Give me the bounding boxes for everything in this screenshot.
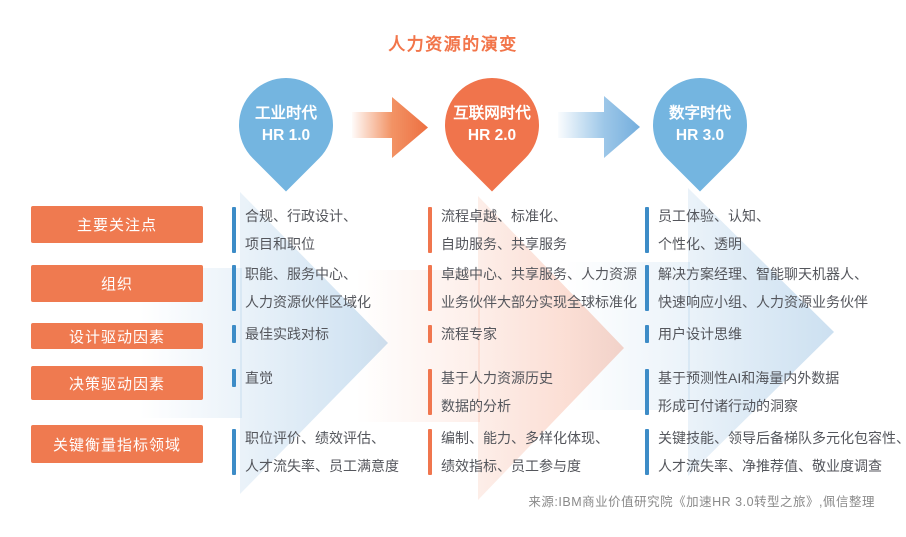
- cell-line: 编制、能力、多样化体现、: [441, 430, 609, 446]
- accent-bar: [645, 369, 649, 415]
- flow-arrow-1-2-tail: [352, 112, 392, 138]
- accent-bar: [232, 325, 236, 343]
- cell-line: 形成可付诸行动的洞察: [658, 398, 798, 414]
- accent-bar: [428, 429, 432, 475]
- era-bubble-hr1-text: 工业时代 HR 1.0: [239, 78, 333, 172]
- cell-focus-hr3: 员工体验、认知、 个性化、透明: [645, 202, 770, 258]
- cell-decision-hr2: 基于人力资源历史 数据的分析: [428, 364, 553, 420]
- cell-line: 绩效指标、员工参与度: [441, 458, 581, 474]
- cell-metrics-hr1: 职位评价、绩效评估、 人才流失率、员工满意度: [232, 424, 399, 480]
- cell-line: 直觉: [245, 370, 273, 386]
- cell-design-hr2: 流程专家: [428, 320, 497, 348]
- accent-bar: [428, 207, 432, 253]
- accent-bar: [645, 207, 649, 253]
- era-version: HR 1.0: [261, 127, 311, 144]
- row-label-key-metrics: 关键衡量指标领域: [31, 425, 203, 463]
- flow-arrow-1-2-head: [392, 97, 428, 158]
- cell-line: 项目和职位: [245, 236, 315, 252]
- cell-line: 用户设计思维: [658, 326, 742, 342]
- cell-metrics-hr3: 关键技能、领导后备梯队多元化包容性、 人才流失率、净推荐值、敬业度调查: [645, 424, 906, 480]
- source-credit: 来源:IBM商业价值研究院《加速HR 3.0转型之旅》,佩信整理: [528, 495, 875, 509]
- page-title: 人力资源的演变: [388, 35, 518, 54]
- cell-line: 快速响应小组、人力资源业务伙伴: [658, 294, 868, 310]
- accent-bar: [428, 369, 432, 415]
- cell-design-hr3: 用户设计思维: [645, 320, 742, 348]
- accent-bar: [232, 207, 236, 253]
- cell-line: 个性化、透明: [658, 236, 742, 252]
- cell-line: 流程专家: [441, 326, 497, 342]
- era-bubble-hr3-text: 数字时代 HR 3.0: [653, 78, 747, 172]
- cell-line: 卓越中心、共享服务、人力资源: [441, 266, 637, 282]
- cell-line: 解决方案经理、智能聊天机器人、: [658, 266, 868, 282]
- accent-bar: [428, 265, 432, 311]
- row-label-design-drivers: 设计驱动因素: [31, 323, 203, 349]
- accent-bar: [645, 325, 649, 343]
- flow-arrow-2-3-head: [604, 96, 640, 158]
- era-bubble-hr3: 数字时代 HR 3.0: [633, 58, 767, 192]
- cell-line: 最佳实践对标: [245, 326, 329, 342]
- era-name: 数字时代: [668, 104, 731, 122]
- cell-line: 人力资源伙伴区域化: [245, 294, 371, 310]
- cell-line: 业务伙伴大部分实现全球标准化: [441, 294, 637, 310]
- row-label-decision-drivers: 决策驱动因素: [31, 366, 203, 400]
- era-version: HR 3.0: [675, 127, 725, 144]
- cell-line: 员工体验、认知、: [658, 208, 770, 224]
- accent-bar: [428, 325, 432, 343]
- cell-metrics-hr2: 编制、能力、多样化体现、 绩效指标、员工参与度: [428, 424, 609, 480]
- cell-line: 职位评价、绩效评估、: [245, 430, 385, 446]
- cell-line: 自助服务、共享服务: [441, 236, 567, 252]
- cell-org-hr2: 卓越中心、共享服务、人力资源 业务伙伴大部分实现全球标准化: [428, 260, 637, 316]
- cell-line: 数据的分析: [441, 398, 511, 414]
- accent-bar: [645, 429, 649, 475]
- cell-line: 流程卓越、标准化、: [441, 208, 567, 224]
- accent-bar: [645, 265, 649, 311]
- cell-line: 基于人力资源历史: [441, 370, 553, 386]
- era-bubble-hr1: 工业时代 HR 1.0: [219, 58, 353, 192]
- cell-line: 职能、服务中心、: [245, 266, 357, 282]
- cell-line: 基于预测性AI和海量内外数据: [658, 370, 840, 386]
- accent-bar: [232, 429, 236, 475]
- cell-decision-hr1: 直觉: [232, 364, 273, 392]
- cell-focus-hr1: 合规、行政设计、 项目和职位: [232, 202, 357, 258]
- era-name: 互联网时代: [453, 104, 531, 122]
- background-arrow-middle-tail: [356, 270, 480, 422]
- row-label-main-focus: 主要关注点: [31, 206, 203, 243]
- row-label-organization: 组织: [31, 265, 203, 302]
- accent-bar: [232, 369, 236, 387]
- background-arrow-right-tail: [566, 262, 690, 410]
- cell-org-hr3: 解决方案经理、智能聊天机器人、 快速响应小组、人力资源业务伙伴: [645, 260, 868, 316]
- cell-line: 人才流失率、净推荐值、敬业度调查: [658, 458, 882, 474]
- era-name: 工业时代: [254, 104, 317, 122]
- cell-org-hr1: 职能、服务中心、 人力资源伙伴区域化: [232, 260, 371, 316]
- accent-bar: [232, 265, 236, 311]
- cell-focus-hr2: 流程卓越、标准化、 自助服务、共享服务: [428, 202, 567, 258]
- cell-line: 合规、行政设计、: [245, 208, 357, 224]
- era-version: HR 2.0: [467, 127, 517, 144]
- era-bubble-hr2: 互联网时代 HR 2.0: [425, 58, 559, 192]
- era-bubble-hr2-text: 互联网时代 HR 2.0: [445, 78, 539, 172]
- cell-design-hr1: 最佳实践对标: [232, 320, 329, 348]
- cell-line: 人才流失率、员工满意度: [245, 458, 399, 474]
- cell-decision-hr3: 基于预测性AI和海量内外数据 形成可付诸行动的洞察: [645, 364, 839, 420]
- cell-line: 关键技能、领导后备梯队多元化包容性、: [658, 430, 906, 446]
- flow-arrow-2-3-tail: [558, 112, 604, 138]
